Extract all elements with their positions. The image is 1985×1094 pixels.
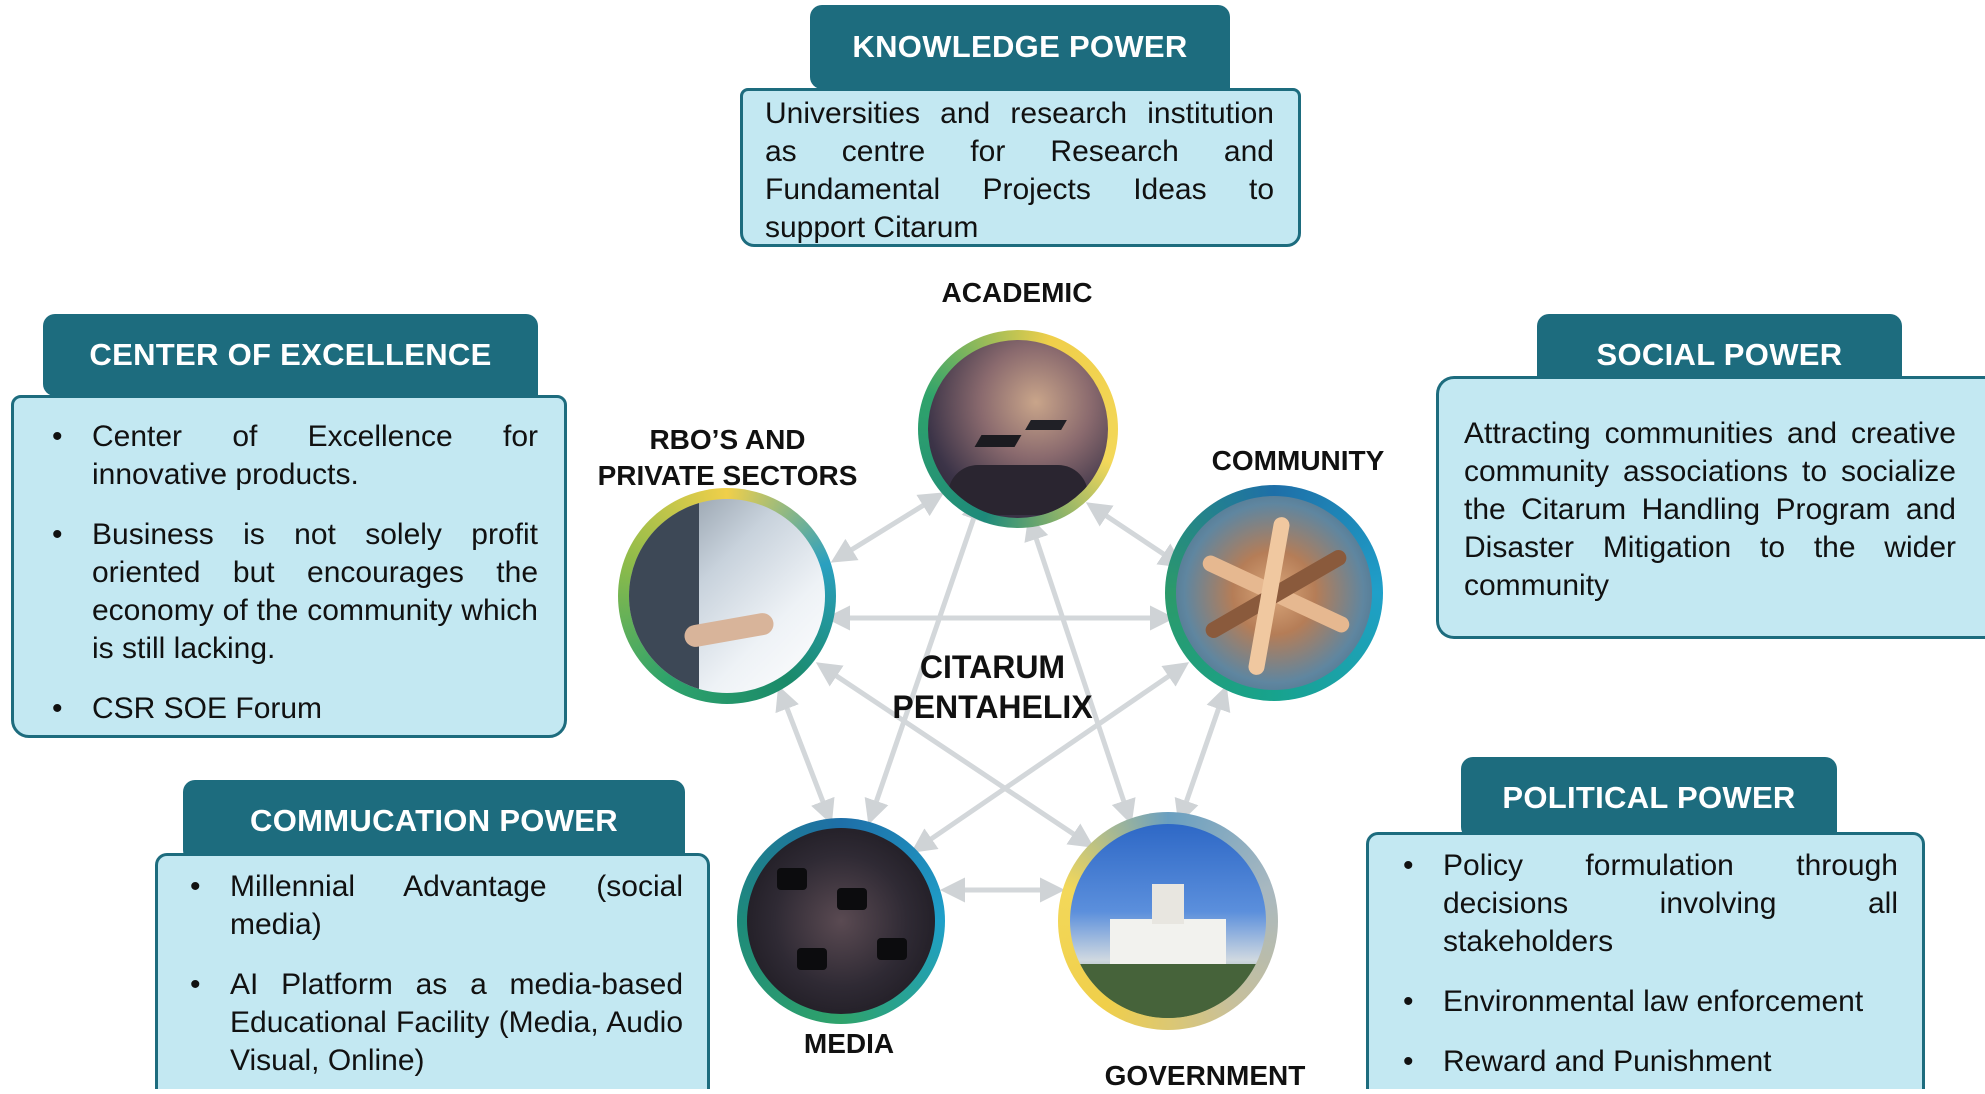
political-power-box: Policy formulation through decisions inv… (1366, 832, 1925, 1089)
knowledge-power-text: Universities and research institution as… (765, 97, 1274, 244)
node-label-rbo-line1: RBO’S AND (649, 424, 806, 455)
center-of-excellence-box: Center of Excellence for innovative prod… (11, 395, 567, 738)
knowledge-power-header: KNOWLEDGE POWER (810, 5, 1230, 89)
node-label-rbo: RBO’S AND PRIVATE SECTORS (580, 422, 875, 494)
arrow-academic-community (1085, 502, 1185, 568)
list-item: Business is not solely profit oriented b… (28, 516, 538, 668)
center-title-line2: PENTAHELIX (892, 689, 1093, 725)
list-item: CSR SOE Forum (28, 690, 538, 728)
center-title: CITARUM PENTAHELIX (880, 647, 1105, 727)
communication-power-box: Millennial Advantage (social media) AI P… (155, 853, 710, 1089)
communication-power-header: COMMUCATION POWER (183, 780, 685, 862)
political-power-header: POLITICAL POWER (1461, 757, 1837, 839)
rbo-ring (618, 488, 836, 704)
list-item: Millennial Advantage (social media) (166, 868, 683, 944)
node-label-community: COMMUNITY (1211, 445, 1385, 476)
community-hands-image (1176, 496, 1372, 690)
list-item: Policy formulation through decisions inv… (1379, 847, 1898, 961)
arrow-community-media (910, 662, 1190, 853)
government-building-image (1070, 824, 1266, 1018)
list-item: AI Platform as a media-based Educational… (166, 966, 683, 1080)
list-item: Center of Excellence for innovative prod… (28, 418, 538, 494)
list-item: Reward and Punishment (1379, 1043, 1898, 1081)
list-item: Environmental law enforcement (1379, 983, 1898, 1021)
node-label-government: GOVERNMENT (1104, 1060, 1306, 1091)
media-ring (737, 818, 945, 1024)
social-power-box: Attracting communities and creative comm… (1436, 376, 1985, 639)
node-label-rbo-line2: PRIVATE SECTORS (597, 460, 858, 491)
community-ring (1165, 485, 1383, 701)
rbo-handshake-image (629, 499, 825, 693)
academic-ring (918, 330, 1118, 528)
political-power-list: Policy formulation through decisions inv… (1379, 847, 1898, 1081)
knowledge-power-box: Universities and research institution as… (740, 88, 1301, 247)
node-label-academic: ACADEMIC (941, 277, 1093, 308)
government-ring (1058, 812, 1278, 1030)
center-of-excellence-header: CENTER OF EXCELLENCE (43, 314, 538, 396)
communication-power-list: Millennial Advantage (social media) AI P… (166, 868, 683, 1080)
center-of-excellence-list: Center of Excellence for innovative prod… (28, 418, 538, 728)
media-photographers-image (747, 828, 935, 1014)
arrow-academic-rbo (830, 492, 945, 563)
academic-graduation-image (928, 340, 1108, 518)
arrow-rbo-media (775, 685, 835, 825)
arrow-community-government (1174, 685, 1231, 825)
social-power-text: Attracting communities and creative comm… (1464, 417, 1956, 602)
node-label-media: MEDIA (803, 1028, 895, 1059)
center-title-line1: CITARUM (919, 649, 1066, 685)
